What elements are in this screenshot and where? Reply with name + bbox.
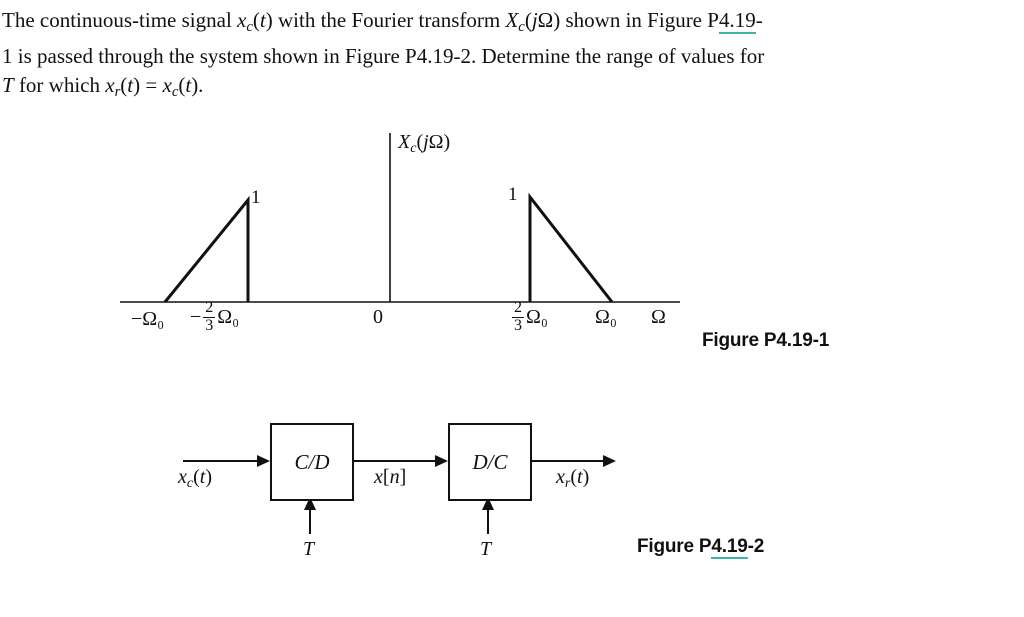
text-segment: ) <box>582 466 590 488</box>
text-segment: c <box>410 140 417 156</box>
text-segment: Ω) <box>428 131 451 153</box>
text-segment: ( <box>570 466 578 488</box>
text-segment: ] <box>399 466 407 488</box>
text-segment: ( <box>178 73 186 98</box>
text-segment: r <box>564 475 571 491</box>
text-segment: ) = <box>133 73 163 98</box>
fig1-spectrum-plot <box>120 133 680 303</box>
text-segment: x <box>178 466 187 488</box>
text-segment: c <box>246 19 253 36</box>
text-segment: for which <box>13 73 106 98</box>
fraction-two-thirds: 2 3 <box>512 299 524 335</box>
text-segment: ( <box>524 8 532 32</box>
fig2-dc-period-label: T <box>480 538 492 560</box>
text-segment: -2 <box>747 536 765 557</box>
text-segment: ( <box>193 466 200 488</box>
text-segment: t <box>199 466 206 488</box>
problem-line-2: 1 is passed through the system shown in … <box>2 42 1020 71</box>
fig2-cd-period-label: T <box>303 538 315 560</box>
text-segment: T <box>2 73 14 98</box>
problem-line-3: T for which xr(t) = xc(t). <box>2 71 1020 107</box>
fraction-denominator: 3 <box>514 316 522 334</box>
dc-period-arrow-head <box>482 497 494 510</box>
text-segment: 1 is passed through the system shown in … <box>2 44 765 69</box>
input-arrow-head <box>257 455 270 467</box>
fraction-denominator: 3 <box>205 316 214 334</box>
minus-sign: − <box>190 306 202 329</box>
fig2-caption: Figure P4.19-2 <box>637 536 765 559</box>
text-segment: Figure P <box>637 536 712 557</box>
text-segment: t <box>127 73 134 98</box>
text-segment: 4.19 <box>711 536 748 559</box>
fraction-numerator: 2 <box>512 299 524 318</box>
fig1-tick-neg-omega0: −Ω₀ <box>131 308 165 330</box>
fig1-left-triangle <box>163 195 250 303</box>
fig1-caption: Figure P4.19-1 <box>702 330 830 351</box>
text-segment: ). <box>191 73 204 98</box>
text-segment: ) <box>205 466 213 488</box>
omega0-symbol: Ω₀ <box>217 306 240 329</box>
fig1-axis-end-label: Ω <box>651 306 666 328</box>
problem-statement: The continuous-time signal xc(t) with th… <box>2 6 1020 107</box>
fig1-tick-neg-two-thirds-omega0: − 2 3 Ω₀ <box>190 299 240 335</box>
fig1-right-triangle <box>528 192 614 303</box>
text-segment: ) with the Fourier transform <box>265 8 506 32</box>
text-segment: t <box>259 8 266 32</box>
output-arrow-head <box>603 455 616 467</box>
middle-arrow-head <box>435 455 448 467</box>
fig1-tick-zero: 0 <box>373 306 383 328</box>
fig2-output-signal-label: xr(t) <box>556 466 589 491</box>
text-segment: c <box>186 475 194 491</box>
text-segment: x <box>374 466 383 488</box>
fig1-peak-left-label: 1 <box>251 187 261 208</box>
text-segment: j <box>423 131 429 153</box>
text-segment: x <box>162 73 172 98</box>
text-segment: X <box>398 131 411 153</box>
fig1-tick-pos-two-thirds-omega0: 2 3 Ω₀ <box>512 299 548 335</box>
text-segment: x <box>237 8 247 32</box>
text-segment: X <box>505 8 519 32</box>
text-segment: ( <box>252 8 260 32</box>
text-segment: ( <box>120 73 128 98</box>
text-segment: Ω) shown in Figure P <box>537 8 719 32</box>
problem-line-1: The continuous-time signal xc(t) with th… <box>2 6 1020 42</box>
dc-converter-block: D/C <box>448 423 532 501</box>
fraction-two-thirds: 2 3 <box>203 299 216 335</box>
text-segment: t <box>185 73 192 98</box>
text-segment: n <box>389 466 400 488</box>
text-segment: r <box>114 84 121 101</box>
cd-period-arrow-head <box>304 497 316 510</box>
text-segment: - <box>755 8 763 32</box>
fig2-discrete-signal-label: x[n] <box>374 466 406 488</box>
text-segment: The continuous-time signal <box>2 8 238 32</box>
fig1-tick-omega0: Ω₀ <box>595 306 617 328</box>
text-segment: x <box>556 466 565 488</box>
fig2-block-diagram-arrows <box>183 455 616 534</box>
text-segment: 4.19 <box>718 8 756 34</box>
cd-converter-block: C/D <box>270 423 354 501</box>
fig1-peak-right-label: 1 <box>508 184 518 205</box>
text-segment: c <box>518 19 525 36</box>
text-segment: c <box>171 84 179 101</box>
fraction-numerator: 2 <box>203 299 216 318</box>
text-segment: ( <box>416 131 424 153</box>
text-segment: [ <box>382 466 390 488</box>
fig2-input-signal-label: xc(t) <box>178 466 212 491</box>
text-segment: j <box>531 8 538 32</box>
text-segment: t <box>577 466 583 488</box>
cd-block-label: C/D <box>294 449 330 474</box>
fig1-axis-title: Xc(jΩ) <box>398 131 450 156</box>
text-segment: x <box>105 73 115 98</box>
dc-block-label: D/C <box>472 449 508 474</box>
omega0-symbol: Ω₀ <box>526 306 548 329</box>
